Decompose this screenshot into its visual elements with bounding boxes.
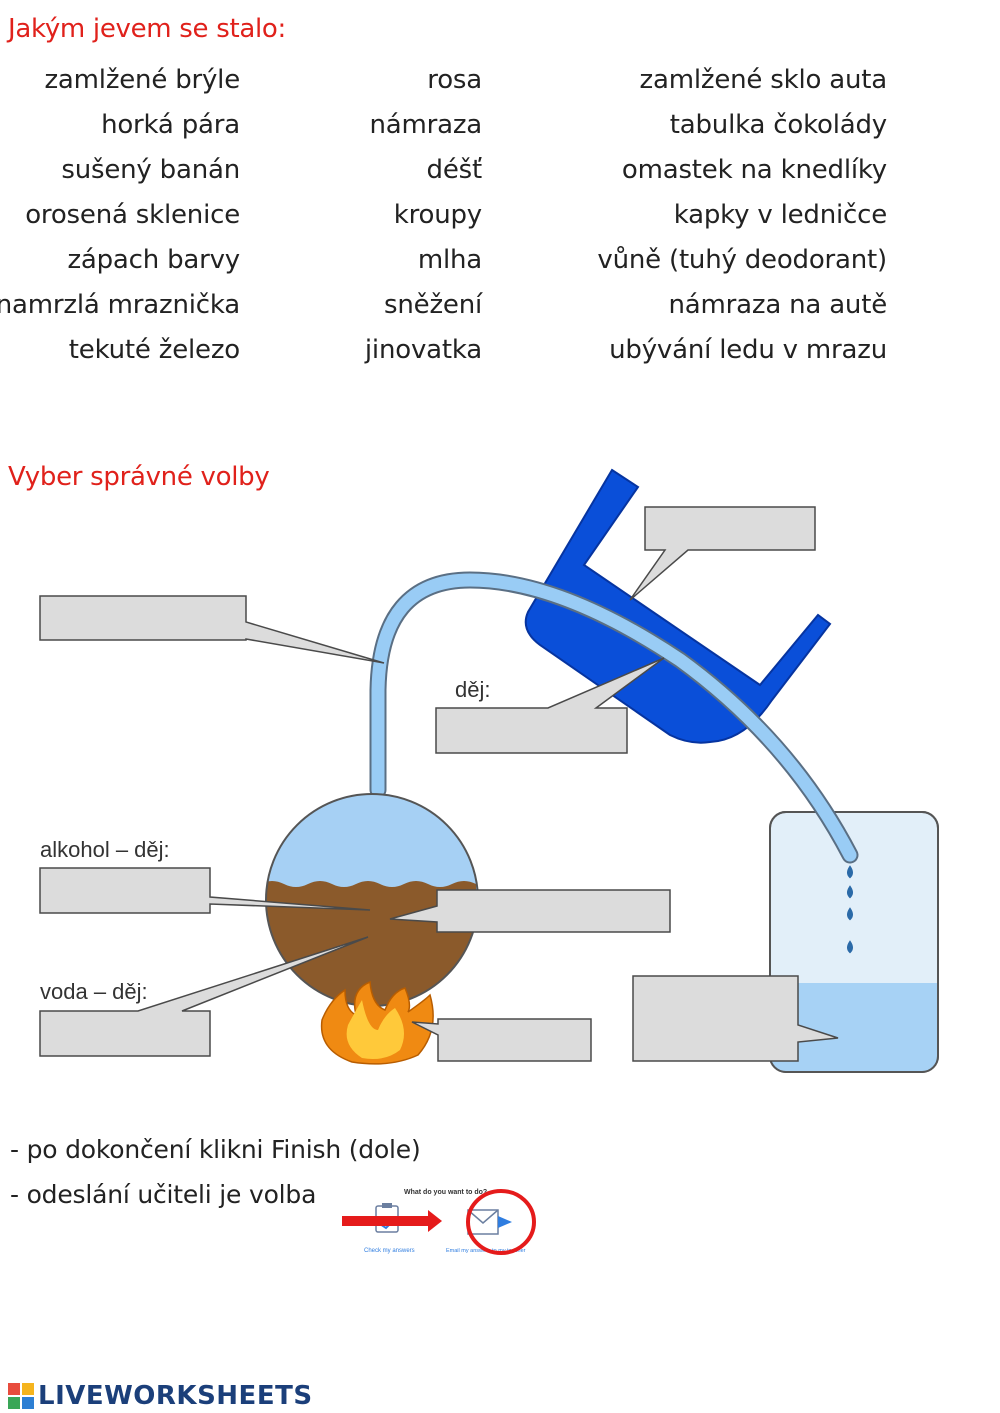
arrow-icon xyxy=(342,1210,442,1232)
answer-box-vapor[interactable] xyxy=(39,595,385,664)
word-col3-item[interactable]: omastek na knedlíky xyxy=(621,155,887,185)
word-col3-item[interactable]: námraza na autě xyxy=(668,290,888,320)
word-col2-item[interactable]: déšť xyxy=(426,155,483,185)
word-col1-item[interactable]: zápach barvy xyxy=(67,245,240,275)
word-col2-item[interactable]: mlha xyxy=(417,245,482,275)
label-dej: děj: xyxy=(455,677,490,702)
word-col3-item[interactable]: ubývání ledu v mrazu xyxy=(609,335,887,365)
word-col2-item[interactable]: jinovatka xyxy=(364,335,482,365)
word-col1-item[interactable]: tekuté železo xyxy=(68,335,240,365)
glass-tube xyxy=(369,571,859,864)
word-col3-item[interactable]: kapky v ledničce xyxy=(673,200,887,230)
mini-screenshot: What do you want to do? Check my answers… xyxy=(342,1189,536,1255)
word-col1-item[interactable]: namrzlá mraznička xyxy=(0,290,240,320)
label-voda: voda – děj: xyxy=(40,979,148,1004)
highlight-circle xyxy=(466,1189,536,1255)
word-col3-item[interactable]: tabulka čokolády xyxy=(669,110,887,140)
receiving-beaker xyxy=(769,811,939,1073)
mini-option1: Check my answers xyxy=(364,1248,415,1254)
word-col2-item[interactable]: sněžení xyxy=(384,290,482,320)
section1-heading: Jakým jevem se stalo: xyxy=(8,14,286,44)
word-col1-item[interactable]: horká pára xyxy=(101,110,240,140)
word-col1-item[interactable]: orosená sklenice xyxy=(25,200,240,230)
answer-box-alkohol[interactable] xyxy=(39,867,371,914)
instruction-send: - odeslání učiteli je volba xyxy=(10,1180,317,1209)
condenser xyxy=(524,468,832,744)
answer-box-condenser[interactable] xyxy=(629,506,816,601)
label-alkohol: alkohol – děj: xyxy=(40,837,170,862)
section2-heading: Vyber správné volby xyxy=(8,462,270,492)
liveworksheets-logo: LIVEWORKSHEETS xyxy=(8,1381,313,1411)
word-col2-item[interactable]: kroupy xyxy=(393,200,482,230)
word-col1-item[interactable]: zamlžené brýle xyxy=(44,65,240,95)
instruction-finish: - po dokončení klikni Finish (dole) xyxy=(10,1135,421,1164)
droplets xyxy=(847,865,853,954)
burner-flame xyxy=(320,980,434,1065)
callouts xyxy=(39,506,839,1062)
word-col2-item[interactable]: námraza xyxy=(369,110,482,140)
logo-blocks-icon xyxy=(8,1383,34,1409)
logo-text: LIVEWORKSHEETS xyxy=(38,1381,313,1411)
answer-box-heat[interactable] xyxy=(411,1018,592,1062)
answer-box-mixture[interactable] xyxy=(389,889,671,933)
word-col3-item[interactable]: zamlžené sklo auta xyxy=(639,65,888,95)
word-col2-item[interactable]: rosa xyxy=(427,65,482,95)
word-col1-item[interactable]: sušený banán xyxy=(61,155,240,185)
mini-question: What do you want to do? xyxy=(404,1189,487,1196)
answer-box-voda[interactable] xyxy=(39,936,369,1057)
answer-box-distillate[interactable] xyxy=(632,975,839,1062)
word-col3-item[interactable]: vůně (tuhý deodorant) xyxy=(597,245,887,275)
email-icon xyxy=(467,1209,512,1235)
answer-box-condensation[interactable] xyxy=(435,657,665,754)
